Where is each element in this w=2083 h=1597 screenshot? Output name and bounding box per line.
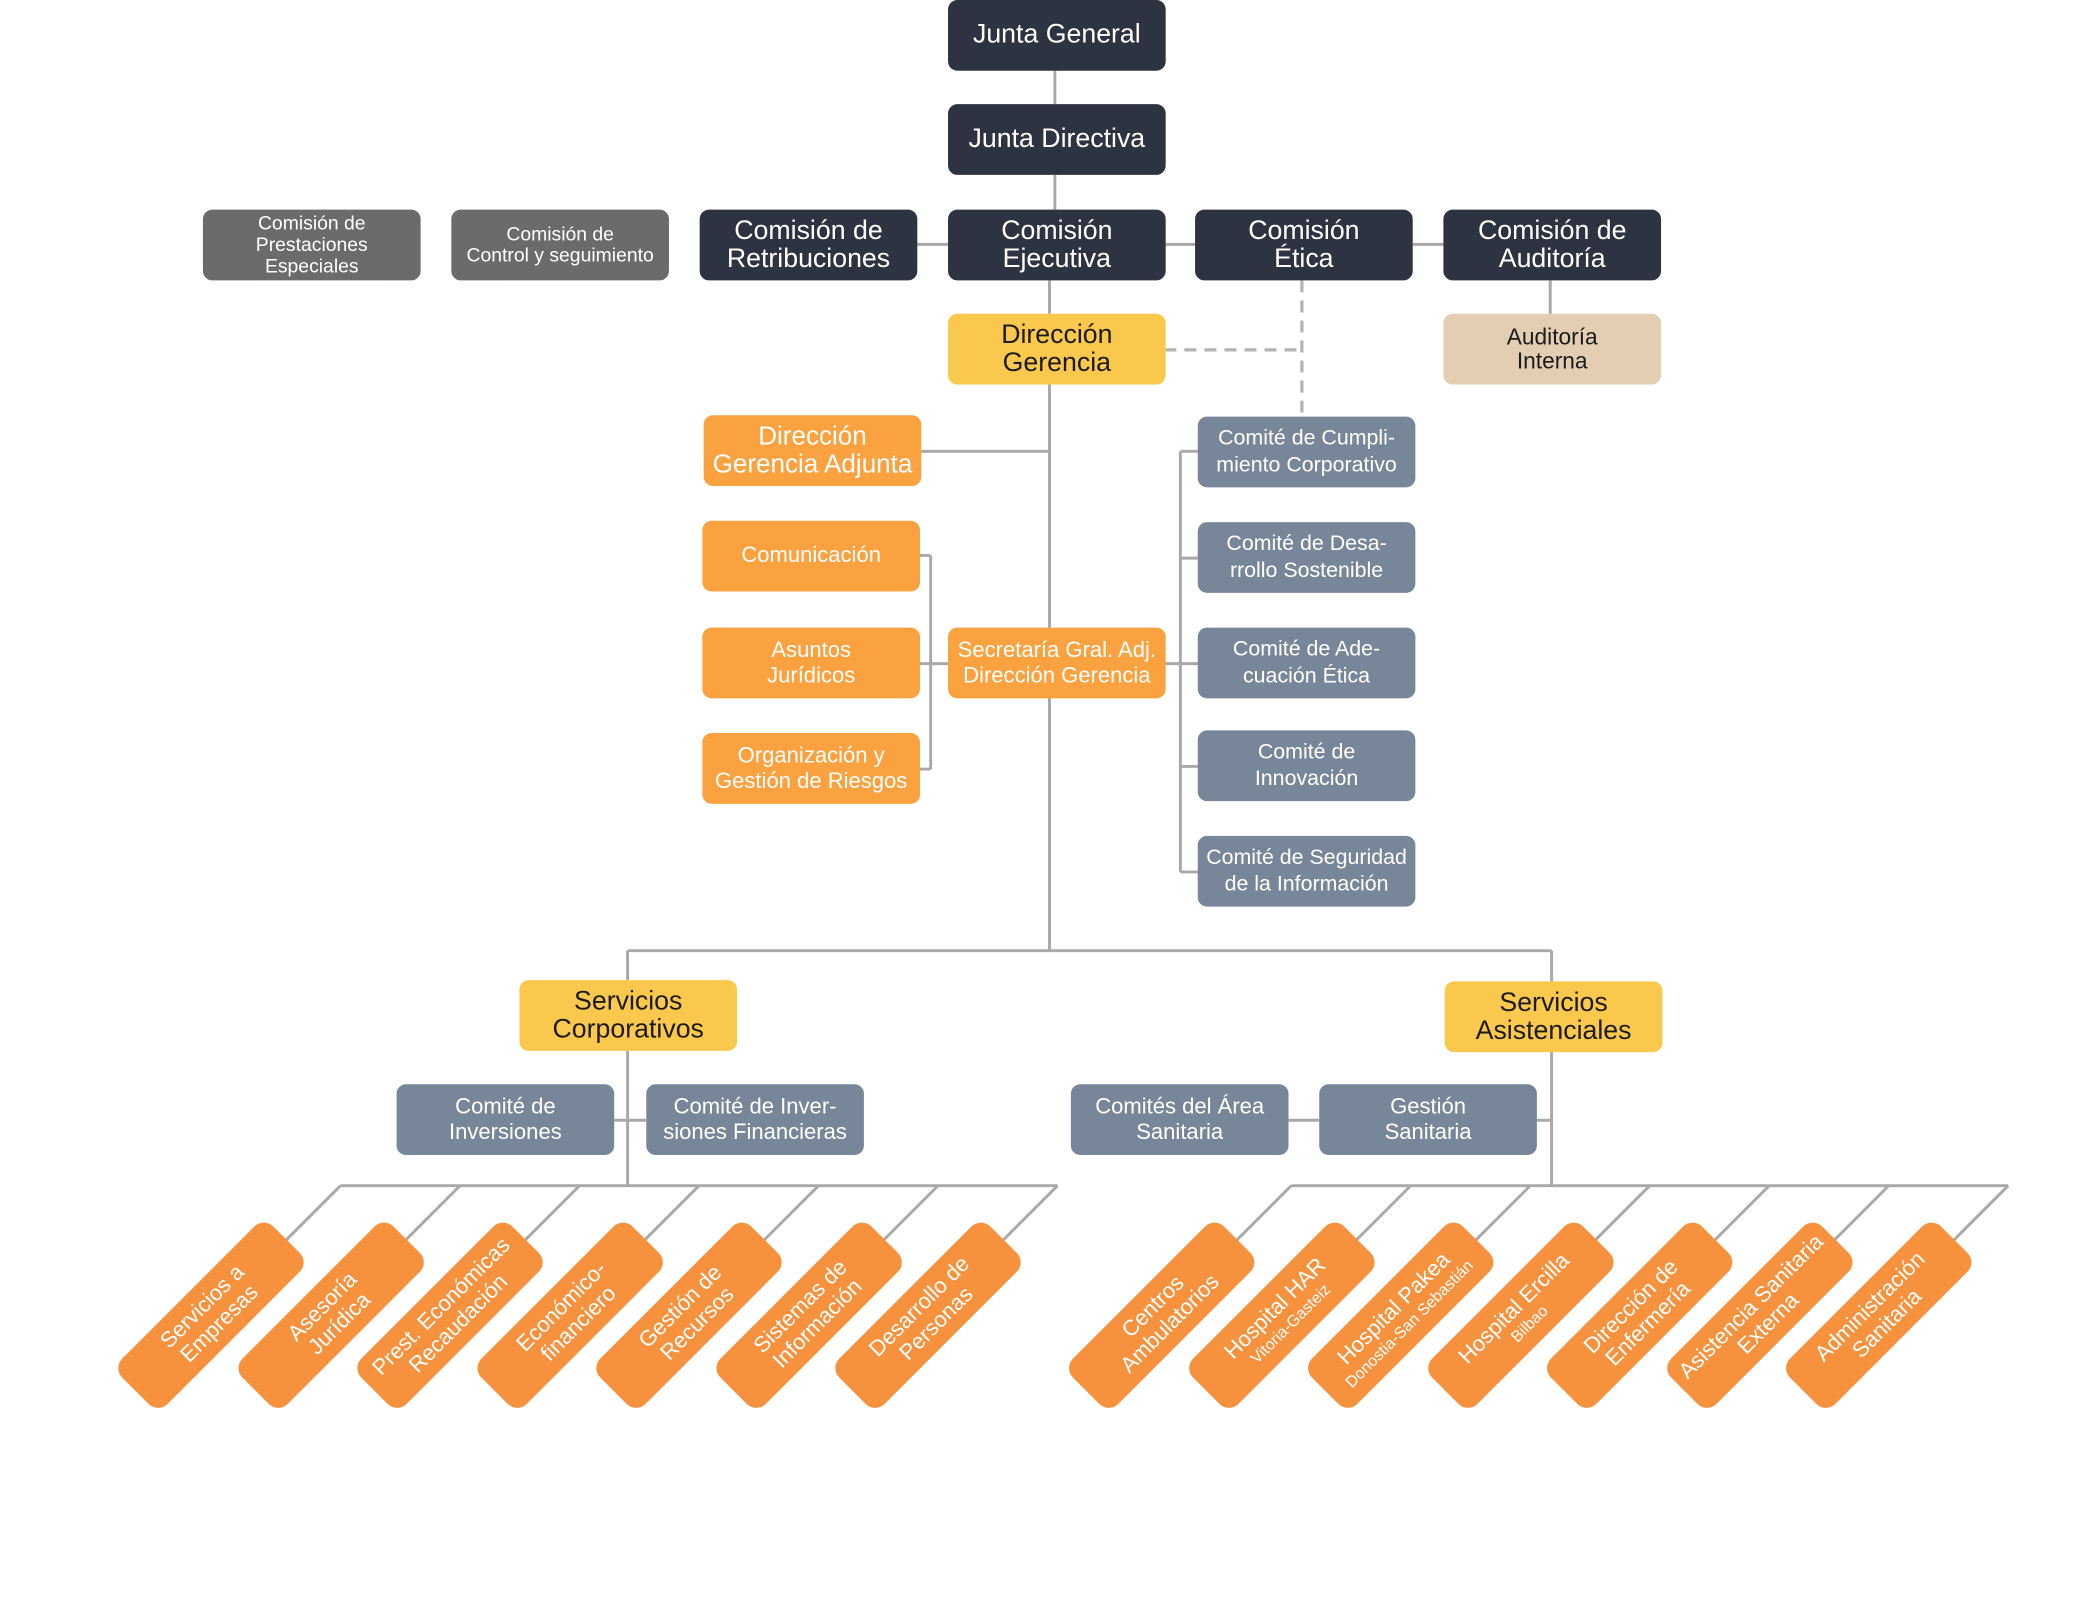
- auditoria-interna-box: Auditoría Interna: [1443, 313, 1662, 385]
- direccion-gerencia-box: Dirección Gerencia: [948, 313, 1166, 385]
- connector-line: [1824, 1184, 1890, 1250]
- comite-inversiones-financieras-box: Comité de Inver- siones Financieras: [646, 1084, 864, 1155]
- comision-auditoria-box: Comisión de Auditoría: [1443, 209, 1662, 281]
- organizacion-gestion-riesgos-box: Organización y Gestión de Riesgos: [702, 733, 920, 804]
- comision-prestaciones-especiales-box: Comisión de Prestaciones Especiales: [202, 209, 421, 281]
- connector-line: [754, 1184, 820, 1250]
- comision-ejecutiva-box: Comisión Ejecutiva: [948, 209, 1166, 281]
- connector-line: [993, 1184, 1059, 1250]
- comites-area-sanitaria-box: Comités del Área Sanitaria: [1070, 1084, 1289, 1155]
- servicios-corporativos-box: Servicios Corporativos: [519, 980, 738, 1051]
- comite-seguridad-informacion-box: Comité de Seguridad de la Información: [1197, 835, 1416, 907]
- connector-line: [1705, 1184, 1771, 1250]
- connector-line: [515, 1184, 581, 1250]
- comite-cumplimiento-corporativo-box: Comité de Cumpli- miento Corporativo: [1197, 416, 1416, 488]
- connector-line: [276, 1184, 342, 1250]
- asuntos-juridicos-box: Asuntos Jurídicos: [702, 627, 920, 699]
- connector-line: [874, 1184, 940, 1250]
- comunicacion-box: Comunicación: [702, 520, 920, 592]
- comite-inversiones-box: Comité de Inversiones: [396, 1084, 615, 1155]
- junta-general-box: Junta General: [948, 0, 1166, 71]
- connector-line: [1466, 1184, 1532, 1250]
- comision-etica-box: Comisión Ética: [1195, 209, 1413, 281]
- comite-innovacion-box: Comité de Innovación: [1197, 730, 1416, 802]
- comision-control-seguimiento-box: Comisión de Control y seguimiento: [451, 209, 669, 281]
- connector-line: [396, 1184, 462, 1250]
- connector-line: [1346, 1184, 1412, 1250]
- connector-line: [1585, 1184, 1651, 1250]
- direccion-gerencia-adjunta-box: Dirección Gerencia Adjunta: [703, 415, 922, 487]
- servicios-asistenciales-box: Servicios Asistenciales: [1444, 981, 1663, 1053]
- comite-adecuacion-etica-box: Comité de Ade- cuación Ética: [1197, 627, 1416, 699]
- junta-directiva-box: Junta Directiva: [948, 104, 1166, 175]
- secretaria-general-adjunta-box: Secretaría Gral. Adj. Dirección Gerencia: [948, 627, 1166, 699]
- connector-line: [635, 1184, 701, 1250]
- comite-desarrollo-sostenible-box: Comité de Desa- rrollo Sostenible: [1197, 522, 1416, 593]
- connector-line: [1227, 1184, 1293, 1250]
- gestion-sanitaria-box: Gestión Sanitaria: [1319, 1084, 1537, 1155]
- comision-retribuciones-box: Comisión de Retribuciones: [699, 209, 918, 281]
- connector-line: [1944, 1184, 2010, 1250]
